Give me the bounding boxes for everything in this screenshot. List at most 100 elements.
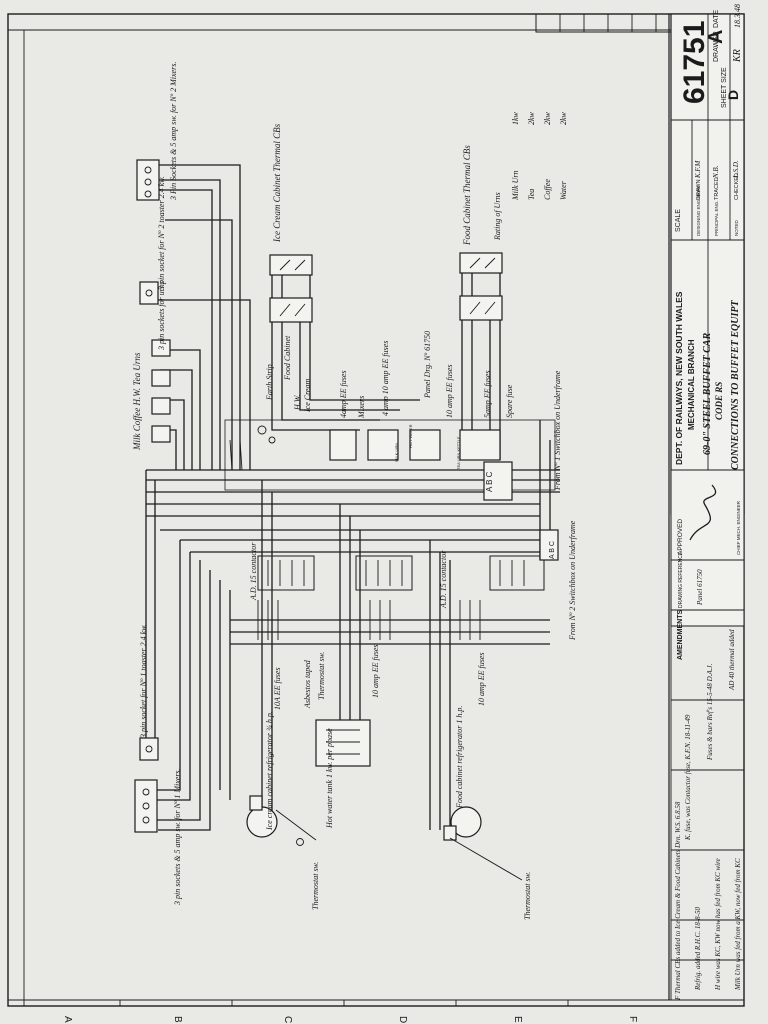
- label-10amp-fuses-top: 10 amp EE fuses: [445, 364, 454, 418]
- socket-no1-toaster: [139, 737, 159, 761]
- label-socket-no2-toaster: 3 pin socket for Nº 2 toaster 2.4 kw.: [157, 176, 166, 291]
- rating-value: 2kw: [527, 111, 536, 125]
- scale-label: SCALE: [675, 209, 682, 232]
- milk-urn-tag: MILK URN: [394, 443, 399, 462]
- rating-name: Water: [559, 180, 568, 200]
- noted-label: NOTED: [734, 219, 739, 236]
- amendment-item: Refrig. added R.H.C. 18-8-50: [694, 906, 702, 991]
- principal-engineer-label: PRINCIPAL ENG.: [714, 200, 719, 236]
- sheet-size: D: [725, 90, 741, 100]
- hot-water-tag: HOT WATER: [408, 424, 413, 448]
- org-line-2: MECHANICAL BRANCH: [687, 339, 696, 430]
- revision-letter: A: [705, 30, 727, 44]
- date-label: DATE: [713, 10, 720, 28]
- label-thermostat: Thermostat sw.: [317, 652, 326, 700]
- tea-urn-kettle-tag: TEA URN KETTLE: [456, 436, 461, 470]
- rating-name: Milk Urn: [511, 170, 520, 201]
- label-ad15-contactor-2: A.D. 15 contactor: [439, 550, 448, 609]
- drawing-reference-label: DRAWING REFERENCE: [678, 551, 684, 608]
- label-10amp-fuses-low: 10 amp EE fuses: [477, 652, 486, 706]
- socket-no2-toaster: [139, 281, 159, 305]
- drawn-value: K.F.M: [694, 159, 702, 179]
- title-line-1: 69-0" STEEL BUFFET CAR: [702, 333, 713, 455]
- title-block: 61751 A SHEET SIZE D DRAWER KR DATE 18.3…: [670, 4, 745, 660]
- panel-abc-1: A B C: [485, 471, 494, 492]
- drawer-value: KR: [732, 49, 743, 63]
- column-letter: C: [282, 1016, 293, 1023]
- amendment-item: H wire was KC, KW now has fed from KC wi…: [714, 858, 722, 991]
- label-from-no2: From Nº 2 Switchbox on Underframe: [568, 520, 577, 641]
- traced-label: TRACED: [714, 177, 720, 200]
- label-sockets-no1-mixers: 3 pin sockets & 5 amp sw. for Nº 1 Mixer…: [173, 768, 182, 906]
- label-hot-water-tank: Hot water tank 1 kw. per phase: [325, 728, 334, 829]
- amendments-label: AMENDMENTS: [677, 610, 684, 660]
- fuse-panel: A B C MILK URN HOT WATER TEA URN KETTLE: [224, 419, 556, 501]
- label-thermostat-bottom-left: Thermostat sw.: [311, 862, 320, 910]
- label-socket-no1-toaster: 3 pin socket for Nº 1 toaster 2.4 kw.: [139, 624, 148, 739]
- hot-water-tank: [315, 719, 371, 767]
- column-letter: F: [627, 1016, 638, 1022]
- label-sockets-no2-mixers: 3 Pin Sockets & 5 amp sw. for Nº 2 Mixer…: [169, 62, 178, 201]
- food-thermal-cbs: [459, 252, 503, 321]
- label-ice-cream: Ice Cream: [303, 379, 312, 413]
- title-line-2: CODE RS: [714, 382, 724, 420]
- fuse-rows: [257, 600, 481, 640]
- column-letter: E: [512, 1016, 523, 1023]
- label-ice-cream-thermal: Ice Cream Cabinet Thermal CBs: [272, 123, 282, 243]
- border-column-letters: A B C D E F: [62, 1000, 638, 1023]
- panel-abc-2: A B C: [549, 541, 556, 559]
- amendment-item: Fuses & bars Ref's 15-5-48 D.A.J.: [706, 663, 714, 761]
- label-mixers: Mixers: [357, 396, 366, 419]
- drawing-number: 61751: [678, 21, 711, 104]
- title-line-3: CONNECTIONS TO BUFFET EQUIPT: [730, 300, 741, 470]
- label-10amp-fuses-mid: 10 amp EE fuses: [371, 644, 380, 698]
- label-5amp-fuses: 5amp EE fuses: [483, 370, 492, 418]
- label-milk-coffee-hw-tea-urns: Milk Coffee H.W. Tea Urns: [132, 352, 142, 451]
- label-ice-cream-refrig: Ice cream cabinet refrigerator ¾ h.p.: [265, 711, 274, 831]
- contactor-blocks: A B C: [257, 529, 559, 591]
- column-letter: A: [62, 1016, 73, 1023]
- rating-value: 1kw: [511, 111, 520, 125]
- org-line-1: DEPT. OF RAILWAYS, NEW SOUTH WALES: [674, 291, 684, 465]
- drawing-reference: Panel 61750: [696, 569, 704, 606]
- socket-group-no1-mixers: [134, 779, 158, 833]
- checked-value: L.S.D.: [732, 160, 740, 179]
- urn-ratings: Rating of Urns Milk Urn 1kw Tea 2kw Coff…: [493, 111, 568, 241]
- rating-value: 2kw: [559, 111, 568, 125]
- label-asbestos: Asbestos taped: [303, 659, 312, 709]
- ice-cream-thermal-cbs: [269, 254, 313, 323]
- label-hw: H.W.: [293, 394, 302, 411]
- label-panel-drg: Panel Drg. Nº 61750: [423, 331, 432, 399]
- approved-label: APPROVED: [677, 519, 684, 555]
- label-food-refrig: Food cabinet refrigerator 1 h.p.: [455, 706, 464, 809]
- rating-name: Tea: [527, 189, 536, 200]
- sheet-size-label: SHEET SIZE: [721, 67, 728, 108]
- date-value: 18.3.48: [733, 4, 742, 28]
- designing-engineer-label: DESIGNING ENGINEER: [696, 185, 701, 236]
- ratings-title: Rating of Urns: [493, 192, 502, 241]
- label-earth-strip: Earth Strip: [265, 364, 274, 401]
- socket-group-no2-mixers: [136, 159, 160, 201]
- label-4amp-10amp-fuses: 4 amp 10 amp EE fuses: [381, 341, 390, 416]
- label-4amp-fuses: 4amp EE fuses: [339, 370, 348, 418]
- sheet-frame: [7, 13, 745, 1007]
- amendment-item: AD 40 thermal added: [728, 629, 736, 691]
- label-food-thermal: Food Cabinet Thermal CBs: [462, 145, 472, 246]
- approval-signature: [689, 484, 717, 541]
- column-letter: B: [172, 1016, 183, 1023]
- label-food-cabinet: Food Cabinet: [283, 335, 292, 381]
- label-spare-fuse: Spare fuse: [505, 384, 514, 418]
- rating-name: Coffee: [543, 179, 552, 200]
- amendment-item: Milk Urn was fed from a KW, now fed from…: [734, 858, 742, 991]
- label-thermostat-bottom: Thermostat sw.: [523, 872, 532, 920]
- ice-cream-refrigerator-motor: [246, 795, 317, 846]
- checked-label: CHECKED: [734, 173, 740, 200]
- amendments-list: F Thermal CBs added to Ice Cream & Food …: [670, 626, 744, 1001]
- traced-value: N.B.: [712, 165, 720, 179]
- food-refrigerator-motor: [443, 806, 523, 881]
- column-letter: D: [397, 1016, 408, 1023]
- drawn-label: DRAWN: [696, 179, 702, 200]
- urn-sockets: [151, 339, 171, 443]
